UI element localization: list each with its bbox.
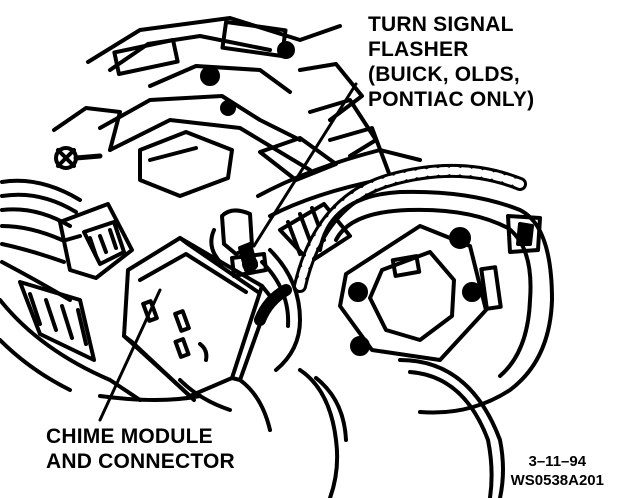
harness-connector	[58, 202, 134, 280]
chime-module-label: CHIME MODULE AND CONNECTOR	[46, 424, 235, 474]
chime-module	[122, 236, 272, 402]
turn-signal-flasher	[209, 208, 268, 278]
figure-code: WS0538A201	[510, 472, 604, 489]
steering-column-housing	[318, 189, 554, 415]
steering-ring	[178, 358, 505, 498]
flasher-label-line-3: (BUICK, OLDS,	[368, 63, 520, 86]
upper-bracket	[52, 16, 392, 198]
chime-label-line-2: AND CONNECTOR	[46, 450, 235, 473]
mounting-screw	[54, 146, 103, 170]
flasher-label-line-1: TURN SIGNAL	[368, 13, 514, 36]
wiring-harness	[0, 178, 96, 362]
figure-date: 3–11–94	[528, 453, 587, 470]
corrugated-conduit	[254, 163, 527, 326]
flasher-label-line-2: FLASHER	[368, 38, 469, 61]
chime-label-line-1: CHIME MODULE	[46, 425, 213, 448]
figure-identifier: 3–11–94 WS0538A201	[511, 452, 604, 490]
turn-signal-flasher-label: TURN SIGNAL FLASHER (BUICK, OLDS, PONTIA…	[368, 12, 534, 112]
flasher-label-line-4: PONTIAC ONLY)	[368, 88, 535, 111]
lower-panel	[0, 298, 202, 402]
